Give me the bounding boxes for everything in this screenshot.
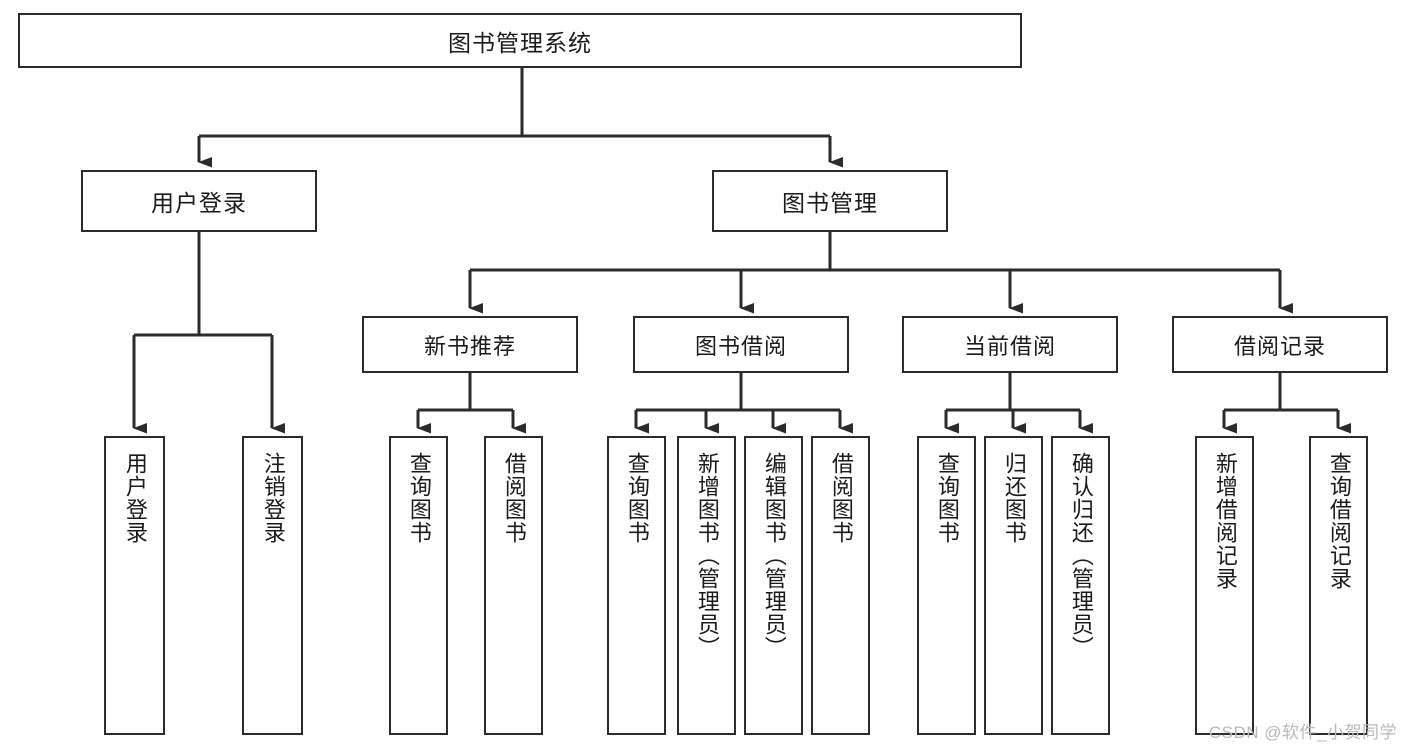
- node-new-book-recommend[interactable]: 新书推荐: [362, 316, 578, 373]
- node-user-login[interactable]: 用户登录: [81, 170, 317, 232]
- node-user-login-label: 用户登录: [151, 190, 247, 216]
- leaf-add-book-admin[interactable]: 新增图书（管理员）: [677, 436, 736, 735]
- node-borrow-record-label: 借阅记录: [1233, 333, 1326, 359]
- leaf-add-book-admin-label: 新增图书（管理员）: [694, 452, 720, 659]
- leaf-search-book-borrow-label: 查询图书: [624, 452, 650, 544]
- leaf-edit-book-admin[interactable]: 编辑图书（管理员）: [744, 436, 803, 735]
- node-root[interactable]: 图书管理系统: [18, 13, 1022, 68]
- node-book-borrow-label: 图书借阅: [694, 333, 787, 359]
- leaf-query-borrow-record[interactable]: 查询借阅记录: [1309, 436, 1368, 735]
- leaf-search-book-borrow[interactable]: 查询图书: [607, 436, 666, 735]
- leaf-search-book-newbook-label: 查询图书: [406, 452, 432, 544]
- node-book-borrow[interactable]: 图书借阅: [633, 316, 849, 373]
- leaf-add-borrow-record-label: 新增借阅记录: [1212, 452, 1238, 590]
- leaf-borrow-book-newbook-label: 借阅图书: [501, 452, 527, 544]
- leaf-search-book-current-label: 查询图书: [934, 452, 960, 544]
- leaf-edit-book-admin-label: 编辑图书（管理员）: [761, 452, 787, 659]
- leaf-logout-label: 注销登录: [260, 452, 286, 544]
- leaf-add-borrow-record[interactable]: 新增借阅记录: [1195, 436, 1254, 735]
- leaf-user-login[interactable]: 用户登录: [104, 436, 165, 735]
- leaf-return-book-label: 归还图书: [1001, 452, 1027, 544]
- leaf-logout[interactable]: 注销登录: [242, 436, 303, 735]
- node-new-book-recommend-label: 新书推荐: [423, 333, 516, 359]
- leaf-confirm-return-admin-label: 确认归还（管理员）: [1068, 452, 1094, 659]
- node-book-management-label: 图书管理: [782, 190, 878, 216]
- leaf-confirm-return-admin[interactable]: 确认归还（管理员）: [1051, 436, 1110, 735]
- node-book-management[interactable]: 图书管理: [712, 170, 948, 232]
- leaf-borrow-book-label: 借阅图书: [828, 452, 854, 544]
- node-borrow-record[interactable]: 借阅记录: [1172, 316, 1388, 373]
- leaf-borrow-book[interactable]: 借阅图书: [811, 436, 870, 735]
- leaf-search-book-newbook[interactable]: 查询图书: [389, 436, 448, 735]
- leaf-search-book-current[interactable]: 查询图书: [917, 436, 976, 735]
- node-current-borrow[interactable]: 当前借阅: [902, 316, 1118, 373]
- node-root-label: 图书管理系统: [448, 29, 592, 56]
- leaf-return-book[interactable]: 归还图书: [984, 436, 1043, 735]
- leaf-user-login-label: 用户登录: [122, 452, 148, 544]
- watermark: CSDN @软件_小贺同学: [1208, 723, 1397, 742]
- leaf-query-borrow-record-label: 查询借阅记录: [1326, 452, 1352, 590]
- node-current-borrow-label: 当前借阅: [963, 333, 1056, 359]
- leaf-borrow-book-newbook[interactable]: 借阅图书: [484, 436, 543, 735]
